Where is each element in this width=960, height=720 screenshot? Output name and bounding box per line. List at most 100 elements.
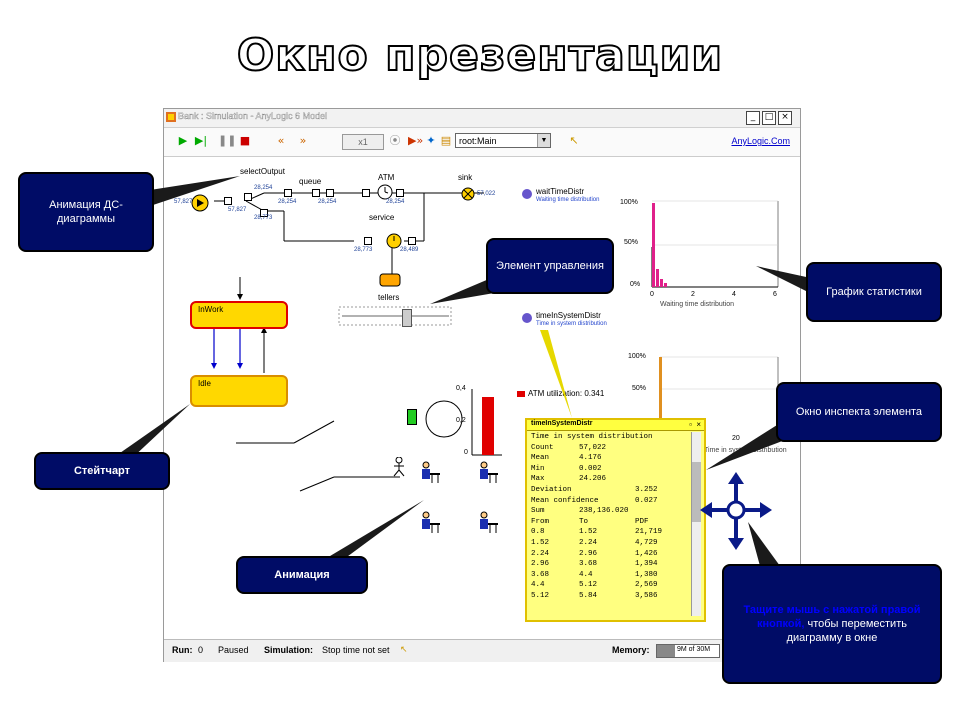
service-out-count: 28,489 (400, 247, 419, 253)
inspect-cell: Time in system distribution (531, 433, 653, 441)
atm-node[interactable] (362, 189, 370, 197)
inspect-cell: 21,719 (635, 528, 663, 537)
view-dropdown[interactable]: root:Main ▼ (455, 133, 551, 148)
inspect-cell: 2,569 (635, 581, 658, 590)
state-idle[interactable]: Idle (190, 375, 288, 407)
service-in-count: 28,773 (354, 247, 373, 253)
inspect-cell: PDF (635, 517, 649, 526)
teller-person-icon (422, 511, 440, 533)
real-time-icon[interactable]: ▶» (408, 134, 424, 147)
move-cursor-icon (700, 472, 772, 550)
queue-label: queue (299, 177, 322, 186)
wait-x-tick: 2 (691, 291, 695, 298)
service-clock-icon (386, 233, 402, 249)
sink-label: sink (458, 173, 473, 182)
toolbar: ▶ ▶| ❚❚ ■ « » x1 ⦿ ▶» ✦ ▤ root:Main ▼ ↖ … (164, 128, 800, 157)
anylogic-link[interactable]: AnyLogic.Com (731, 136, 790, 146)
queue-node[interactable] (326, 189, 334, 197)
flow-node[interactable] (224, 197, 232, 205)
run-until-icon[interactable]: ▶| (194, 134, 208, 147)
pointer-icon[interactable]: ↖ (569, 134, 579, 147)
inspect-cell: 4,729 (635, 538, 658, 547)
simulation-value: Stop time not set (322, 645, 390, 655)
inspect-minimize-button[interactable]: ▫ (689, 420, 692, 429)
inspect-cell: 4.4 (579, 570, 593, 579)
memory-label: Memory: (612, 645, 650, 655)
virtual-time-icon[interactable]: ⦿ (389, 134, 401, 147)
inspect-cell: 1,380 (635, 570, 658, 579)
inspect-cell: 1.52 (579, 528, 598, 537)
inspect-cell: 2.96 (579, 549, 598, 558)
inspect-row: Max 24.206 (531, 474, 681, 485)
util-y-tick: 0 (464, 449, 468, 456)
sink-icon[interactable] (461, 187, 475, 201)
service-node[interactable] (364, 237, 372, 245)
select-output-label: selectOutput (240, 167, 285, 176)
state-in-work[interactable]: InWork (190, 301, 288, 329)
callout-inspect-window: Окно инспекта элемента (776, 382, 942, 442)
inspect-cell: Count (531, 443, 554, 452)
branch-b-count: 28,773 (254, 215, 273, 221)
inspect-cell: Deviation (531, 485, 572, 494)
inspect-cell: 0.8 (531, 528, 545, 537)
slider-thumb[interactable] (402, 309, 412, 327)
maximize-button[interactable]: □ (762, 111, 776, 125)
slide-title: Окно презентации (236, 29, 724, 82)
inspect-cell: 5.84 (579, 591, 598, 600)
stop-icon[interactable]: ■ (239, 134, 251, 147)
inspect-cell: 4.4 (531, 581, 545, 590)
simulation-window: Bank : Simulation - AnyLogic 6 Model _ □… (163, 108, 801, 662)
callout-control-element: Элемент управления (486, 238, 614, 294)
inspect-cell: Max (531, 475, 545, 484)
faster-icon[interactable]: » (299, 134, 307, 147)
pause-icon[interactable]: ❚❚ (218, 134, 237, 147)
inspect-window[interactable]: timeInSystemDistr ▫ × Time in system dis… (525, 418, 706, 622)
flow-node[interactable] (260, 209, 268, 217)
tellers-resource-icon[interactable] (379, 273, 401, 287)
run-icon[interactable]: ▶ (178, 134, 188, 147)
inspect-scrollbar[interactable] (691, 432, 701, 616)
wait-y-tick: 100% (620, 199, 638, 206)
simulation-label: Simulation: (264, 645, 313, 655)
system-y-tick: 100% (628, 353, 646, 360)
queue-node[interactable] (284, 189, 292, 197)
inspect-cell: 0.027 (635, 496, 658, 505)
callout-drag-hint: Тащите мышь с нажатой правой кнопкой, чт… (722, 564, 942, 684)
utilization-legend: ATM utilization: 0.341 (528, 389, 605, 398)
source-icon[interactable] (190, 193, 216, 213)
source-count-2: 57,827 (228, 207, 247, 213)
inspect-cell: 24.206 (579, 475, 607, 484)
wait-y-tick: 50% (624, 239, 639, 246)
atm-node[interactable] (396, 189, 404, 197)
flow-node[interactable] (244, 193, 252, 201)
pointer-icon: ↖ (400, 644, 408, 654)
chevron-down-icon[interactable]: ▼ (537, 134, 550, 147)
minimize-button[interactable]: _ (746, 111, 760, 125)
folder-icon[interactable]: ▤ (440, 134, 452, 147)
utilization-bar (482, 397, 494, 455)
chart-badge-icon (522, 189, 532, 199)
service-node[interactable] (408, 237, 416, 245)
inspect-scrollbar-thumb[interactable] (692, 462, 701, 522)
queue-in-count: 28,254 (278, 199, 297, 205)
speed-indicator: x1 (342, 134, 384, 150)
system-x-tick: 20 (732, 435, 740, 442)
inspect-cell: Mean confidence (531, 496, 599, 505)
state-idle-label: Idle (198, 379, 211, 388)
close-button[interactable]: × (778, 111, 792, 125)
atm-out-count: 28,254 (386, 199, 405, 205)
drag-hint-bold: Тащите мышь с нажатой правой кнопкой, (743, 603, 921, 630)
navigate-icon[interactable]: ✦ (426, 134, 436, 147)
slower-icon[interactable]: « (277, 134, 285, 147)
callout-animation: Анимация (236, 556, 368, 594)
inspect-cell: 5.12 (579, 581, 598, 590)
queue-out-count: 28,254 (318, 199, 337, 205)
queue-node[interactable] (312, 189, 320, 197)
util-y-tick: 0,4 (456, 385, 466, 392)
inspect-close-button[interactable]: × (696, 420, 701, 429)
